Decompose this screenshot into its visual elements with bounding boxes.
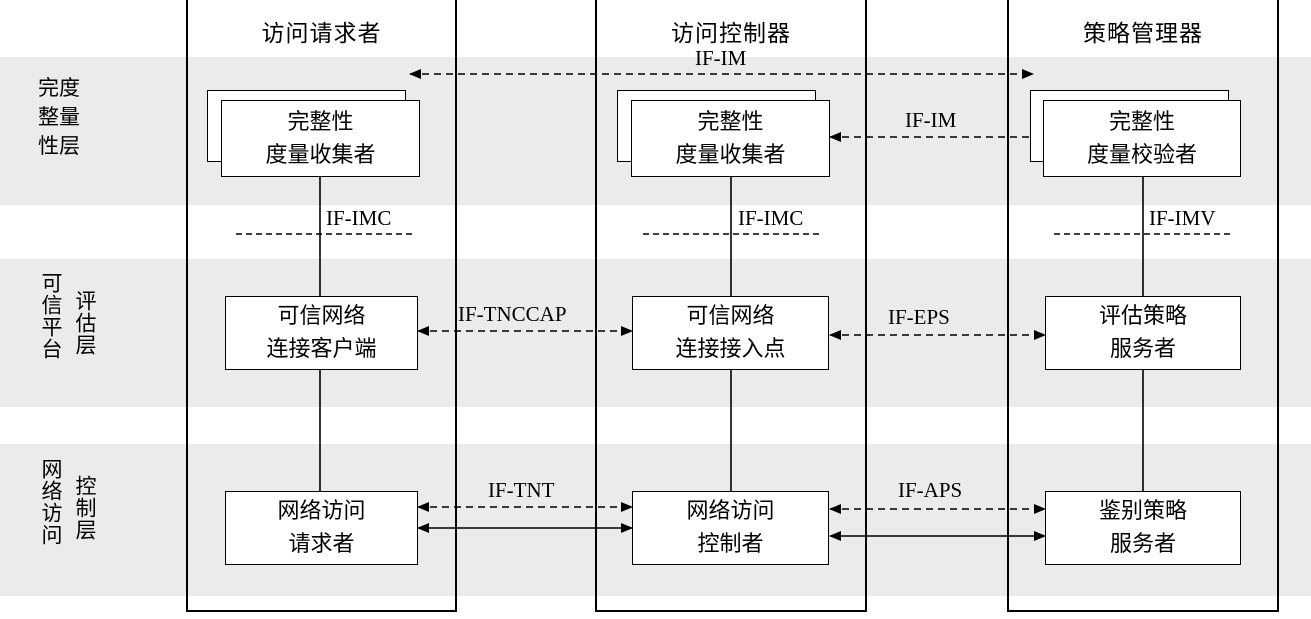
if-eps-label: IF-EPS [888, 305, 950, 329]
auth-policy-server-box: 鉴别策略 服务者 [1045, 491, 1241, 565]
requester-imc-line2: 度量收集者 [265, 142, 376, 168]
integrity-layer-label-line3: 性层 [38, 134, 80, 158]
integrity-layer-label: 完度 整量 性层 [38, 74, 80, 161]
network-access-controller-line2: 控制者 [697, 532, 764, 557]
requester-imc-box: 完整性 度量收集者 [221, 100, 420, 177]
if-aps-label: IF-APS [898, 478, 963, 502]
integrity-layer-label-line1: 完度 [38, 76, 80, 100]
trusted-platform-label-left: 可信平台 [39, 272, 63, 360]
tnc-client-box: 可信网络 连接客户端 [225, 296, 418, 370]
integrity-layer-label-line2: 整量 [38, 105, 80, 129]
if-tnt-label: IF-TNT [488, 478, 555, 502]
network-access-controller-line1: 网络访问 [686, 499, 775, 524]
policy-manager-column: 策略管理器 [1007, 0, 1279, 612]
policy-manager-title: 策略管理器 [1083, 21, 1203, 47]
network-access-label-left: 网络访问 [39, 458, 63, 546]
policy-imv-line2: 度量校验者 [1086, 142, 1197, 168]
network-access-controller-box: 网络访问 控制者 [632, 491, 829, 565]
if-im-right-label: IF-IM [905, 108, 957, 132]
evaluation-policy-server-line2: 服务者 [1109, 337, 1176, 362]
tnc-access-point-box: 可信网络 连接接入点 [632, 296, 829, 370]
access-requester-title: 访问请求者 [261, 21, 382, 47]
if-im-top-label: IF-IM [695, 46, 747, 70]
controller-imc-line2: 度量收集者 [675, 142, 786, 168]
tnc-client-line2: 连接客户端 [266, 337, 377, 362]
access-requester-column: 访问请求者 [186, 0, 457, 612]
evaluation-policy-server-line1: 评估策略 [1098, 304, 1187, 329]
trusted-platform-label-right: 评估层 [73, 290, 97, 356]
auth-policy-server-line2: 服务者 [1109, 532, 1176, 557]
access-controller-column: 访问控制器 [595, 0, 867, 612]
access-controller-title: 访问控制器 [671, 21, 791, 47]
evaluation-policy-server-box: 评估策略 服务者 [1045, 296, 1241, 370]
auth-policy-server-line1: 鉴别策略 [1098, 499, 1187, 524]
if-imc-left-label: IF-IMC [326, 206, 392, 230]
tnc-access-point-line1: 可信网络 [686, 304, 775, 329]
policy-imv-box: 完整性 度量校验者 [1043, 100, 1241, 177]
network-access-label-right: 控制层 [73, 475, 97, 541]
policy-imv-line1: 完整性 [1108, 109, 1175, 135]
tnc-client-line1: 可信网络 [277, 304, 366, 329]
network-access-requester-box: 网络访问 请求者 [225, 491, 418, 565]
network-access-requester-line1: 网络访问 [277, 499, 366, 524]
if-imc-mid-label: IF-IMC [738, 206, 804, 230]
controller-imc-line1: 完整性 [697, 109, 764, 135]
requester-imc-line1: 完整性 [287, 109, 354, 135]
if-tnccap-label: IF-TNCCAP [458, 302, 567, 326]
tnc-access-point-line2: 连接接入点 [675, 337, 786, 362]
if-imv-label: IF-IMV [1149, 206, 1216, 230]
controller-imc-box: 完整性 度量收集者 [631, 100, 830, 177]
network-access-requester-line2: 请求者 [288, 532, 355, 557]
